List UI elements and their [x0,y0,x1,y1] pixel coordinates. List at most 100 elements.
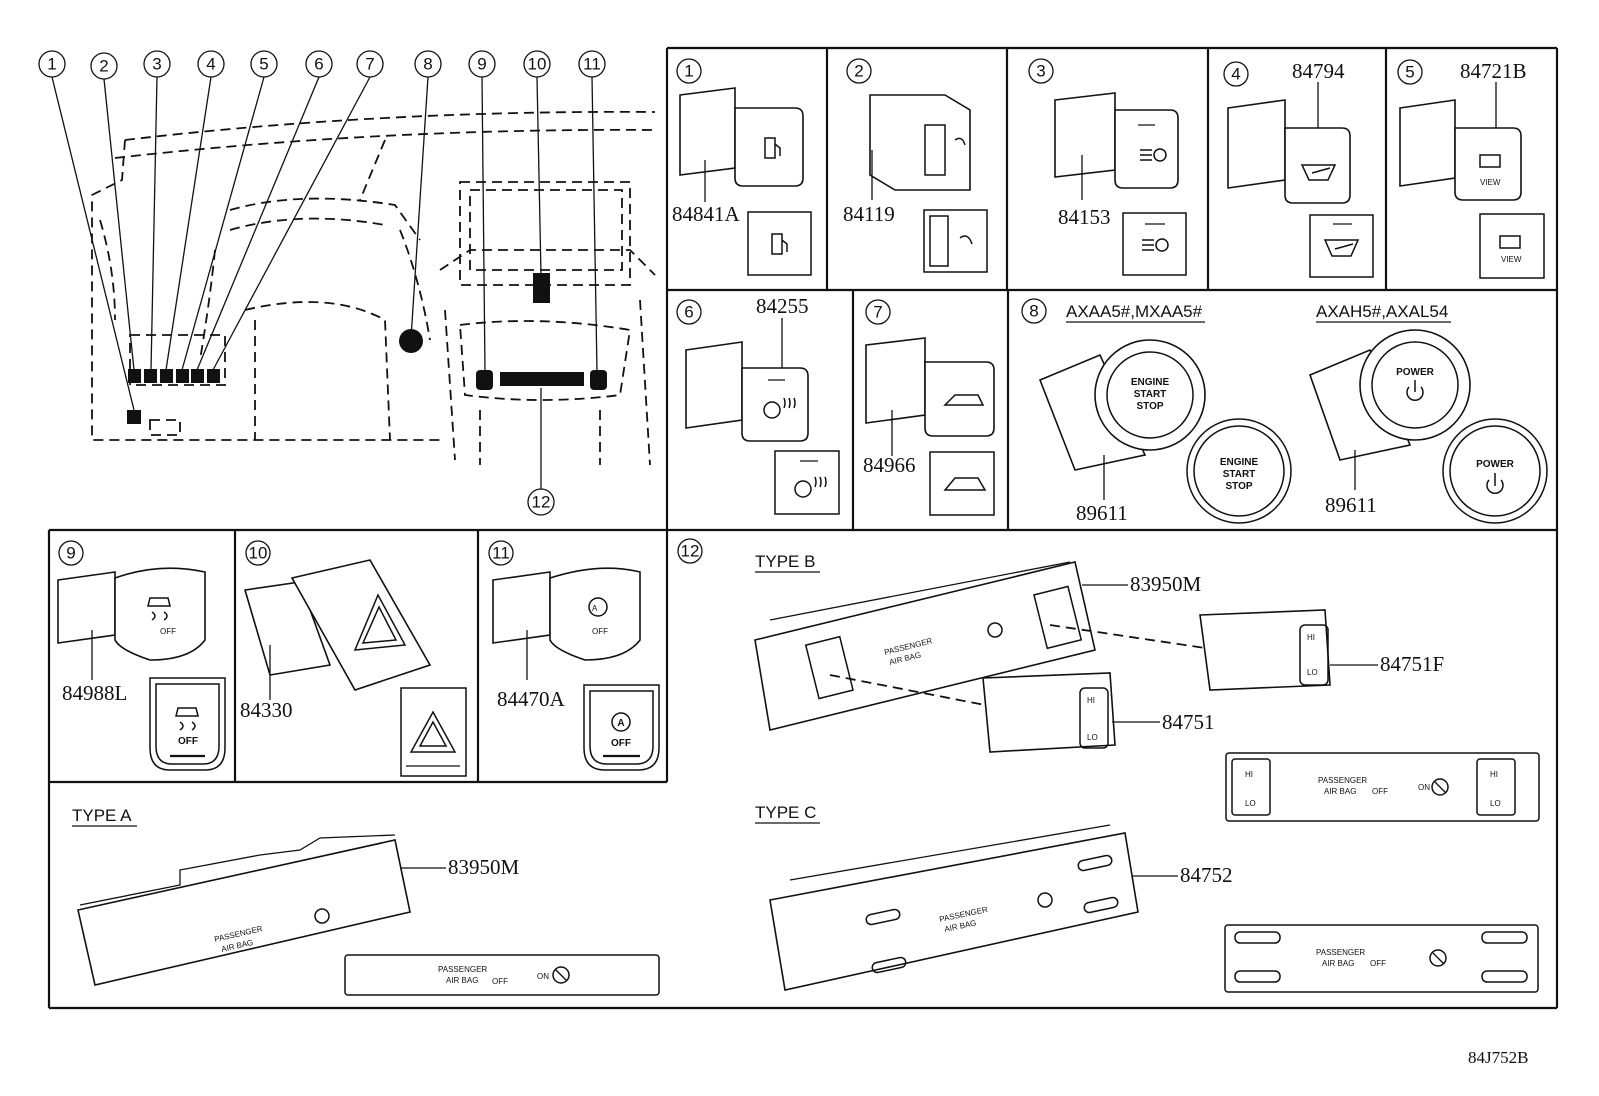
airbag-off-label: OFF [492,977,508,986]
airbag-off-label: OFF [1370,959,1386,968]
vsc-off-label: OFF [178,736,198,747]
part-number-84153[interactable]: 84153 [1058,205,1111,229]
part-number-84119[interactable]: 84119 [843,202,895,226]
auto-off-label: OFF [592,627,608,636]
panel-2-dimmer-switch: 2 84119 [843,58,988,273]
type-c-label: TYPE C [755,803,816,822]
part-number-84752[interactable]: 84752 [1180,863,1233,887]
fuel-pump-icon [771,233,788,255]
power-back-door-icon [943,394,985,406]
panel-11-auto-off-switch: 11 A OFF 84470A A OFF [488,540,660,771]
part-number-83950M-b[interactable]: 83950M [1130,572,1202,596]
windshield-deicer-icon [1300,164,1337,181]
callout-9[interactable]: 9 [468,50,496,78]
passenger-airbag-line2: AIR BAG [1322,959,1354,968]
passenger-airbag-line1: PASSENGER [1318,776,1367,785]
callout-3[interactable]: 3 [143,50,171,78]
svg-text:2: 2 [99,57,108,76]
part-number-84966[interactable]: 84966 [863,453,916,477]
camera-icon [1479,154,1501,168]
part-number-84255[interactable]: 84255 [756,294,809,318]
part-number-84988L[interactable]: 84988L [62,681,127,705]
svg-text:9: 9 [477,55,486,74]
panel-5-camera-view-switch: 5 84721B VIEW VIEW [1397,59,1545,279]
panel-11-number: 11 [492,544,510,563]
callout-12[interactable]: 12 [527,488,555,516]
airbag-on-label: ON [537,972,549,981]
callout-6[interactable]: 6 [305,50,333,78]
airbag-off-label: OFF [1372,787,1388,796]
part-number-83950M-a[interactable]: 83950M [448,855,520,879]
passenger-airbag-line1: PASSENGER [438,965,487,974]
panel-10-hazard-switch: 10 84330 [240,540,467,777]
engine-start-stop-line3: STOP [1225,481,1252,492]
type-a-airbag-indicator: TYPE A PASSENGER AIR BAG 83950M PASSENGE… [72,806,660,996]
callout-1[interactable]: 1 [38,50,66,78]
power-icon [1486,473,1504,495]
seat-heater-lo: LO [1490,799,1501,808]
hazard-triangle-icon [409,710,457,753]
airbag-disabled-icon [1431,778,1449,796]
engine-start-stop-line1: ENGINE [1220,457,1259,468]
panel-frames [47,46,1559,1010]
panel-7-number: 7 [873,303,882,322]
passenger-airbag-line1: PASSENGER [1316,948,1365,957]
overview-leaders [51,76,598,489]
panel-7-power-door-switch: 7 84966 [863,299,995,516]
part-number-84751F[interactable]: 84751F [1380,652,1444,676]
type-a-label: TYPE A [72,806,132,825]
fuel-pump-icon [764,137,781,159]
panel-3-number: 3 [1036,62,1045,81]
panel-2-number: 2 [854,62,863,81]
vsc-off-label: OFF [160,627,176,636]
diagram-code: 84J752B [1468,1048,1528,1067]
view-label: VIEW [1501,255,1522,264]
panel-9-vsc-off-switch: 9 OFF 84988L OFF [57,540,226,771]
callout-10[interactable]: 10 [523,50,551,78]
seat-heater-hi: HI [1087,696,1095,705]
seat-heater-lo: LO [1087,733,1098,742]
airbag-on-icon [987,622,1003,638]
camera-icon [1499,235,1521,249]
part-number-84751[interactable]: 84751 [1162,710,1215,734]
auto-high-beam-icon [1140,149,1152,161]
svg-text:8: 8 [423,55,432,74]
engine-start-stop-line1: ENGINE [1131,377,1170,388]
variant-a-label: AXAA5#,MXAA5# [1066,302,1203,321]
seat-heater-hi: HI [1307,633,1315,642]
part-number-84841A[interactable]: 84841A [672,202,741,226]
dashboard-overview: 1 2 3 4 5 6 7 8 9 10 11 12 [38,50,656,516]
callout-4[interactable]: 4 [197,50,225,78]
overview-callouts: 1 2 3 4 5 6 7 8 9 10 11 12 [38,50,606,516]
callout-2[interactable]: 2 [90,52,118,80]
panel-10-number: 10 [249,544,268,563]
callout-8[interactable]: 8 [414,50,442,78]
seat-heater-lo: LO [1307,668,1318,677]
engine-start-stop-line2: START [1134,389,1167,400]
part-number-84794[interactable]: 84794 [1292,59,1345,83]
seat-heater-hi: HI [1490,770,1498,779]
part-number-84330[interactable]: 84330 [240,698,293,722]
svg-text:5: 5 [259,55,268,74]
svg-text:6: 6 [314,55,323,74]
airbag-on-icon [314,908,330,924]
panel-5-number: 5 [1405,63,1414,82]
part-number-89611-b[interactable]: 89611 [1325,493,1377,517]
power-label: POWER [1396,367,1435,378]
variant-b-label: AXAH5#,AXAL54 [1316,302,1448,321]
dashboard-outline [91,110,656,466]
panel-4-wiper-deicer-switch: 4 84794 [1223,59,1374,278]
svg-text:A: A [592,604,598,613]
callout-5[interactable]: 5 [250,50,278,78]
panel-8-number: 8 [1029,302,1038,321]
panel-6-number: 6 [684,303,693,322]
panel-1-number: 1 [684,62,693,81]
part-number-84470A[interactable]: 84470A [497,687,566,711]
power-icon [1406,380,1424,402]
part-number-89611-a[interactable]: 89611 [1076,501,1128,525]
windshield-deicer-icon [1323,239,1360,257]
airbag-disabled-icon [552,966,570,984]
callout-7[interactable]: 7 [356,50,384,78]
part-number-84721B[interactable]: 84721B [1460,59,1527,83]
callout-11[interactable]: 11 [578,50,606,78]
